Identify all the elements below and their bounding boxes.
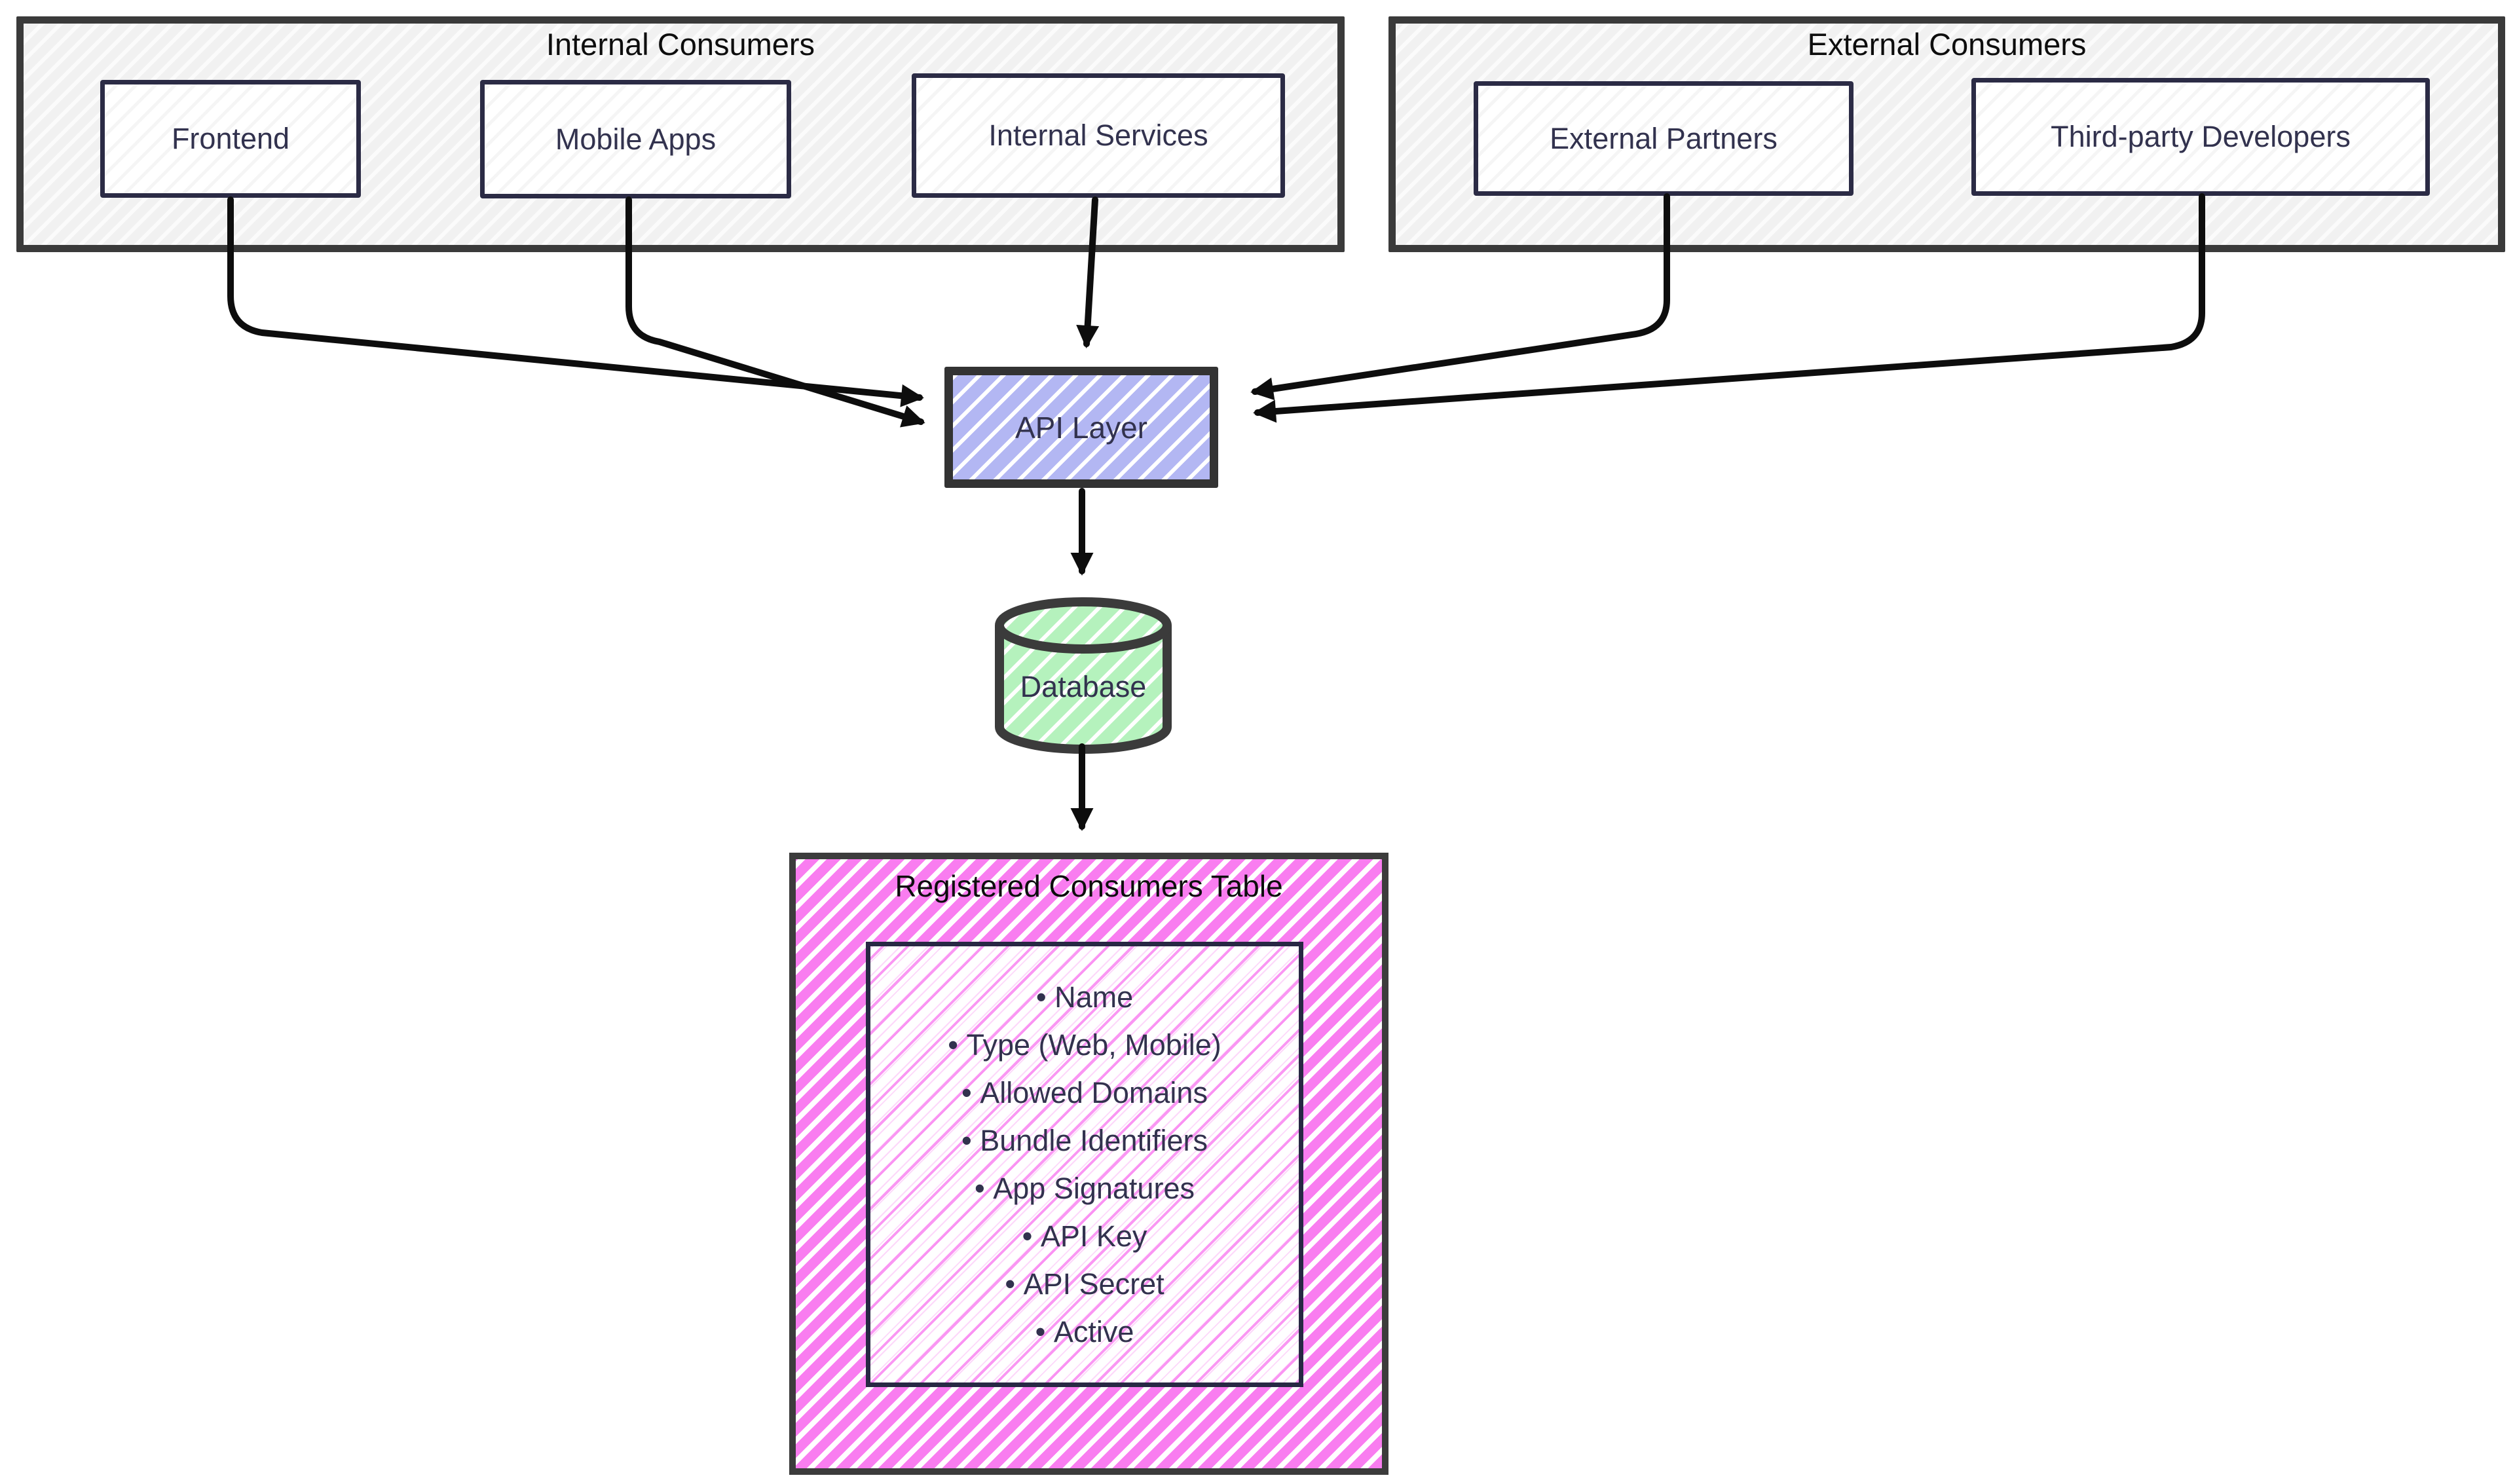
node-label: Mobile Apps bbox=[555, 122, 717, 156]
table-field: Active bbox=[1035, 1308, 1134, 1356]
node-label: API Layer bbox=[1015, 410, 1147, 445]
node-third-party-developers: Third-party Developers bbox=[1971, 78, 2430, 196]
node-database: Database bbox=[986, 593, 1180, 760]
table-field: Bundle Identifiers bbox=[961, 1117, 1208, 1164]
internal-consumers-title: Internal Consumers bbox=[546, 27, 815, 62]
registered-consumers-table: Registered Consumers Table Name Type (We… bbox=[789, 853, 1388, 1475]
internal-consumers-group: Internal Consumers Frontend Mobile Apps … bbox=[16, 16, 1345, 252]
node-label: Third-party Developers bbox=[2051, 120, 2351, 153]
table-field: App Signatures bbox=[975, 1164, 1195, 1212]
node-api-layer: API Layer bbox=[944, 367, 1218, 488]
node-frontend: Frontend bbox=[100, 80, 361, 198]
table-field: Type (Web, Mobile) bbox=[948, 1021, 1221, 1069]
registered-consumers-table-title: Registered Consumers Table bbox=[895, 869, 1283, 903]
table-field: API Key bbox=[1022, 1212, 1147, 1260]
node-internal-services: Internal Services bbox=[912, 73, 1285, 198]
node-external-partners: External Partners bbox=[1474, 81, 1854, 196]
node-label: Internal Services bbox=[988, 119, 1208, 152]
node-mobile-apps: Mobile Apps bbox=[480, 80, 791, 198]
node-label: External Partners bbox=[1550, 121, 1778, 155]
node-label: Frontend bbox=[171, 122, 290, 155]
table-field: Allowed Domains bbox=[961, 1069, 1208, 1117]
table-field: API Secret bbox=[1005, 1260, 1164, 1308]
database-label: Database bbox=[1020, 670, 1147, 703]
external-consumers-title: External Consumers bbox=[1807, 27, 2087, 62]
table-fields-box: Name Type (Web, Mobile) Allowed Domains … bbox=[866, 942, 1303, 1387]
table-field: Name bbox=[1036, 973, 1133, 1021]
external-consumers-group: External Consumers External Partners Thi… bbox=[1388, 16, 2505, 252]
